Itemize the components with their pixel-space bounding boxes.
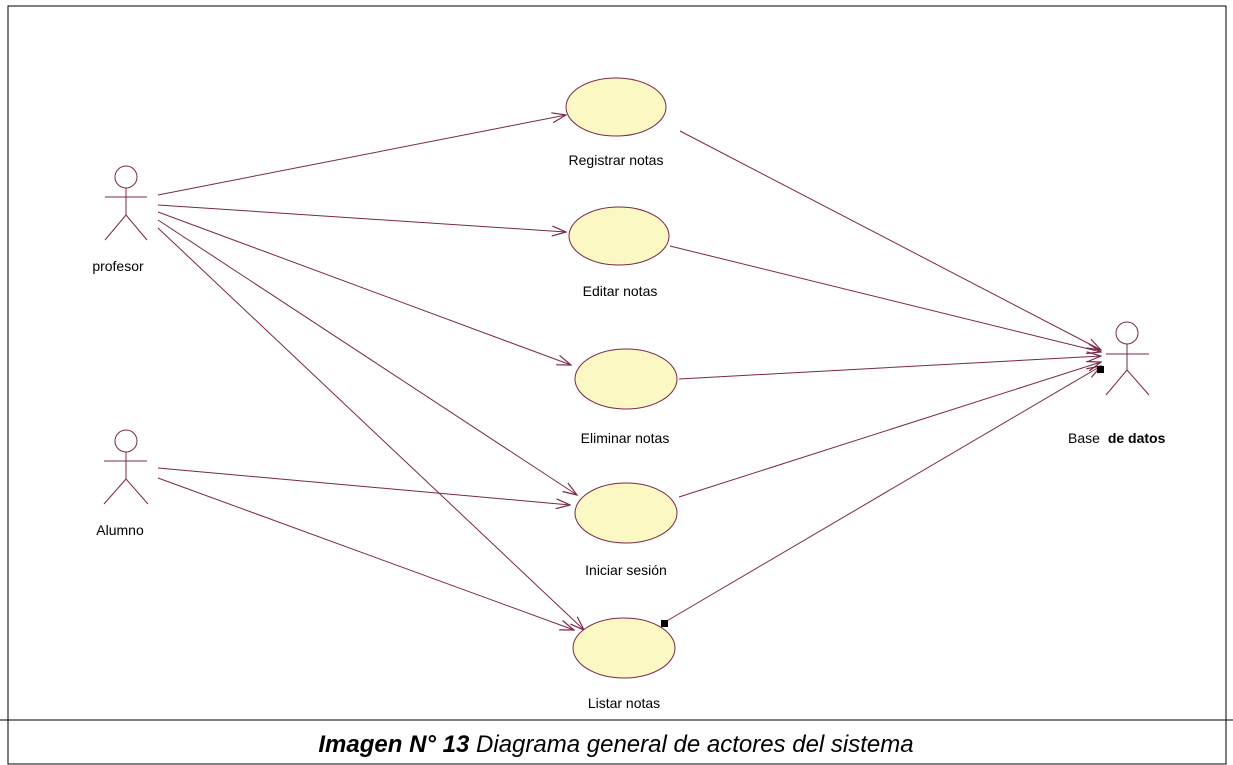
actor-label-part: Base	[1068, 430, 1100, 446]
association-iniciar-base-de-datos	[678, 362, 1101, 498]
actor-stick-figure-icon	[1105, 321, 1150, 396]
use-case-ellipse	[574, 482, 678, 544]
actor-label: Alumno	[96, 522, 144, 538]
association-listar-base-de-datos	[664, 366, 1101, 623]
diagram-frame	[7, 5, 1227, 765]
use-case-label: Listar notas	[588, 695, 660, 711]
actor-label: profesor	[92, 258, 144, 274]
actor-label: Base de datos	[1068, 430, 1166, 446]
actor-alumno[interactable]: Alumno	[96, 429, 149, 538]
association-profesor-registrar-notas	[157, 115, 566, 196]
actor-label-part: de datos	[1108, 430, 1166, 446]
association-alumno-listar-notas	[157, 477, 574, 630]
actor-stick-figure-icon	[103, 429, 149, 505]
use-case-ellipse	[565, 77, 667, 137]
use-case-iniciar-sesion[interactable]: Iniciar sesión	[574, 482, 678, 578]
figure-caption-text: Diagrama general de actores del sistema	[469, 731, 913, 758]
selection-handle	[661, 620, 668, 627]
figure-caption: Imagen N° 13 Diagrama general de actores…	[318, 731, 913, 758]
use-case-listar-notas[interactable]: Listar notas	[572, 617, 676, 711]
actor-profesor[interactable]: profesor	[92, 165, 148, 274]
association-alumno-iniciar-sesion	[157, 467, 570, 505]
use-case-label: Registrar notas	[569, 152, 664, 168]
association-profesor-eliminar-notas	[157, 211, 571, 365]
use-case-ellipse	[572, 617, 676, 679]
use-case-label: Editar notas	[583, 283, 658, 299]
use-case-label: Iniciar sesión	[585, 562, 667, 578]
association-profesor-listar-notas	[157, 227, 584, 630]
use-case-editar-notas[interactable]: Editar notas	[568, 206, 670, 299]
use-case-ellipse	[574, 348, 678, 410]
use-case-eliminar-notas[interactable]: Eliminar notas	[574, 348, 678, 446]
use-case-registrar-notas[interactable]: Registrar notas	[565, 77, 667, 168]
selection-handle	[1097, 366, 1104, 373]
actor-base-de-datos[interactable]: Base de datos	[1068, 321, 1166, 446]
association-profesor-editar-notas	[157, 204, 566, 232]
association-registrar-base-de-datos	[679, 130, 1101, 350]
use-case-ellipse	[568, 206, 670, 266]
use-case-label: Eliminar notas	[581, 430, 670, 446]
association-editar-base-de-datos	[669, 245, 1101, 352]
association-profesor-iniciar-sesion	[157, 219, 577, 495]
association-eliminar-base-de-datos	[678, 356, 1101, 380]
associations	[157, 115, 1101, 630]
actor-stick-figure-icon	[104, 165, 148, 241]
figure-caption-number: Imagen N° 13	[318, 731, 470, 758]
